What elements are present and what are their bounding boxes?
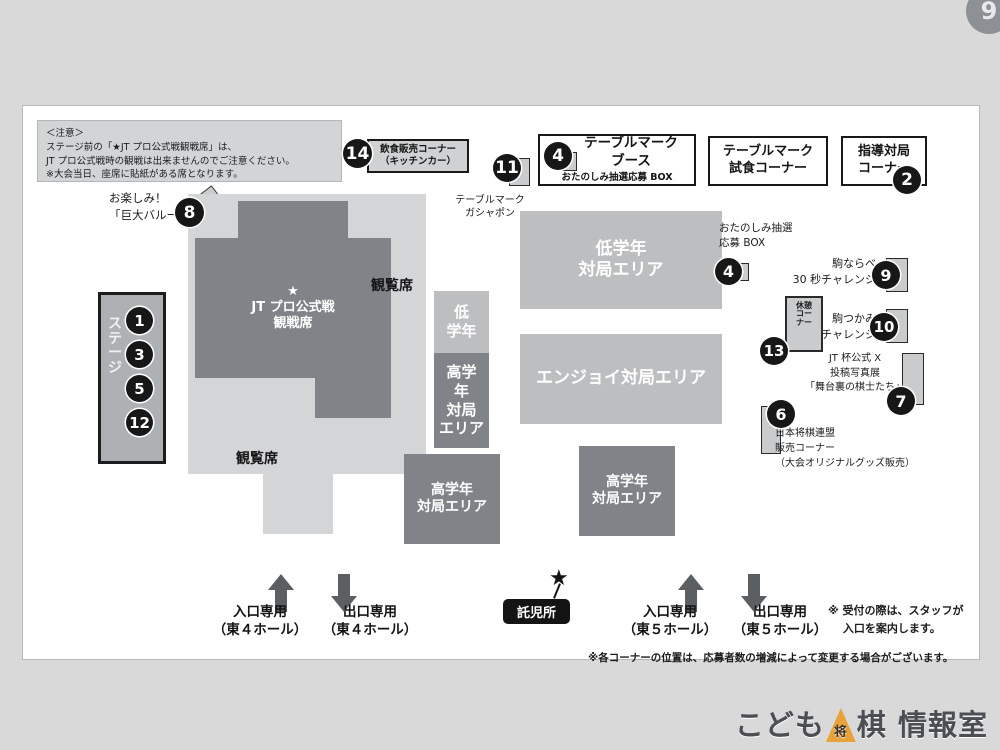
low-grade-area: 低学年 対局エリア	[520, 211, 722, 309]
high-grade-left: 高学年 対局エリア	[404, 454, 500, 544]
logo-left-text: こども	[734, 708, 825, 742]
enjoy-area: エンジョイ対局エリア	[520, 334, 722, 424]
arrow-up-east4	[268, 574, 294, 612]
tablemark-booth-sub: おたのしみ抽選応募 BOX	[561, 172, 673, 184]
badge-5: 5	[126, 375, 153, 402]
floor-block-e	[263, 406, 333, 534]
tablemark-tasting-label: テーブルマーク 試食コーナー	[722, 144, 814, 176]
arrow-up-east5	[678, 574, 704, 612]
shogi-piece-char: 将	[833, 725, 848, 740]
exit-east5-label: 出口専用 （東５ホール）	[732, 604, 828, 638]
badge-2: 2	[893, 166, 921, 194]
position-note: ※各コーナーの位置は、応募者数の増減によって変更する場合がございます。	[588, 652, 954, 664]
logo-right-text: 棋 情報室	[856, 708, 988, 742]
badge-4-lottery: 4	[715, 258, 742, 285]
tablemark-tasting-box[interactable]: テーブルマーク 試食コーナー	[708, 136, 828, 186]
badge-10: 10	[870, 313, 898, 341]
site-logo: こども 将 棋 情報室	[735, 702, 988, 744]
badge-3: 3	[126, 341, 153, 368]
stage-label: ステージ	[108, 316, 122, 377]
low-grade-narrow: 低 学年	[434, 291, 489, 353]
gallery-seat-bottom-label: 観覧席	[236, 451, 278, 467]
main-seating-label: ★ JT プロ公式戦 観戦席	[251, 283, 335, 332]
shogi-piece-icon: 将	[825, 708, 856, 742]
rest-corner-box: 休憩コーナー	[785, 296, 823, 352]
koma-tsukami-label: 駒つかみ チャレンジ	[821, 312, 876, 341]
staff-note: ※ 受付の際は、スタッフが 入口を案内します。	[828, 604, 964, 635]
shidou-taikyoku-box[interactable]: 指導対局 コーナー	[841, 136, 927, 186]
high-grade-right: 高学年 対局エリア	[579, 446, 675, 536]
entrance-east4-label: 入口専用 （東４ホール）	[212, 604, 308, 638]
venue-map-panel: ＜注意＞ ステージ前の「★JT プロ公式戦観戦席」は、 JT プロ公式戦時の観戦…	[22, 105, 980, 660]
badge-8: 8	[175, 198, 204, 227]
shop-label: 日本将棋連盟 販売コーナー （大会オリジナルグッズ販売）	[775, 428, 915, 469]
badge-7: 7	[887, 387, 915, 415]
notice-box: ＜注意＞ ステージ前の「★JT プロ公式戦観戦席」は、 JT プロ公式戦時の観戦…	[37, 120, 342, 182]
creche-badge: 託児所	[503, 599, 571, 624]
badge-6: 6	[767, 400, 795, 428]
gashapon-label: テーブルマーク ガシャポン	[455, 195, 525, 219]
photo-exhibit-label: JT 杯公式 X 投稿写真展 「舞台裏の棋士たち」	[805, 353, 905, 393]
entrance-east5-label: 入口専用 （東５ホール）	[622, 604, 718, 638]
tablemark-booth-title: テーブルマーク ブース	[584, 135, 678, 169]
badge-14: 14	[343, 139, 372, 168]
badge-1: 1	[126, 307, 153, 334]
food-corner-box[interactable]: 飲食販売コーナー （キッチンカー）	[367, 139, 469, 173]
badge-13: 13	[760, 337, 788, 365]
lottery-box-label: おたのしみ抽選 応募 BOX	[719, 222, 793, 250]
gallery-seat-top-label: 観覧席	[371, 278, 413, 294]
badge-9: 9	[872, 261, 900, 289]
badge-4-booth: 4	[544, 142, 572, 170]
koma-narabe-label: 駒ならべ 30 秒チャレンジ	[792, 257, 876, 286]
food-corner-label: 飲食販売コーナー （キッチンカー）	[379, 143, 456, 167]
high-grade-narrow: 高学 年 対局 エリア	[434, 353, 489, 448]
badge-12: 12	[126, 409, 153, 436]
corner-badge-icon: 9	[966, 0, 1000, 34]
core-mid	[195, 238, 391, 378]
stage-block[interactable]: ステージ 1 3 5 12	[98, 292, 166, 464]
badge-11: 11	[493, 154, 521, 182]
star-icon: ★	[549, 566, 569, 591]
exit-east4-label: 出口専用 （東４ホール）	[322, 604, 418, 638]
arrow-down-east4	[331, 574, 357, 612]
core-bottom	[315, 368, 391, 418]
rest-corner-label: 休憩コーナー	[796, 301, 812, 327]
arrow-down-east5	[741, 574, 767, 612]
